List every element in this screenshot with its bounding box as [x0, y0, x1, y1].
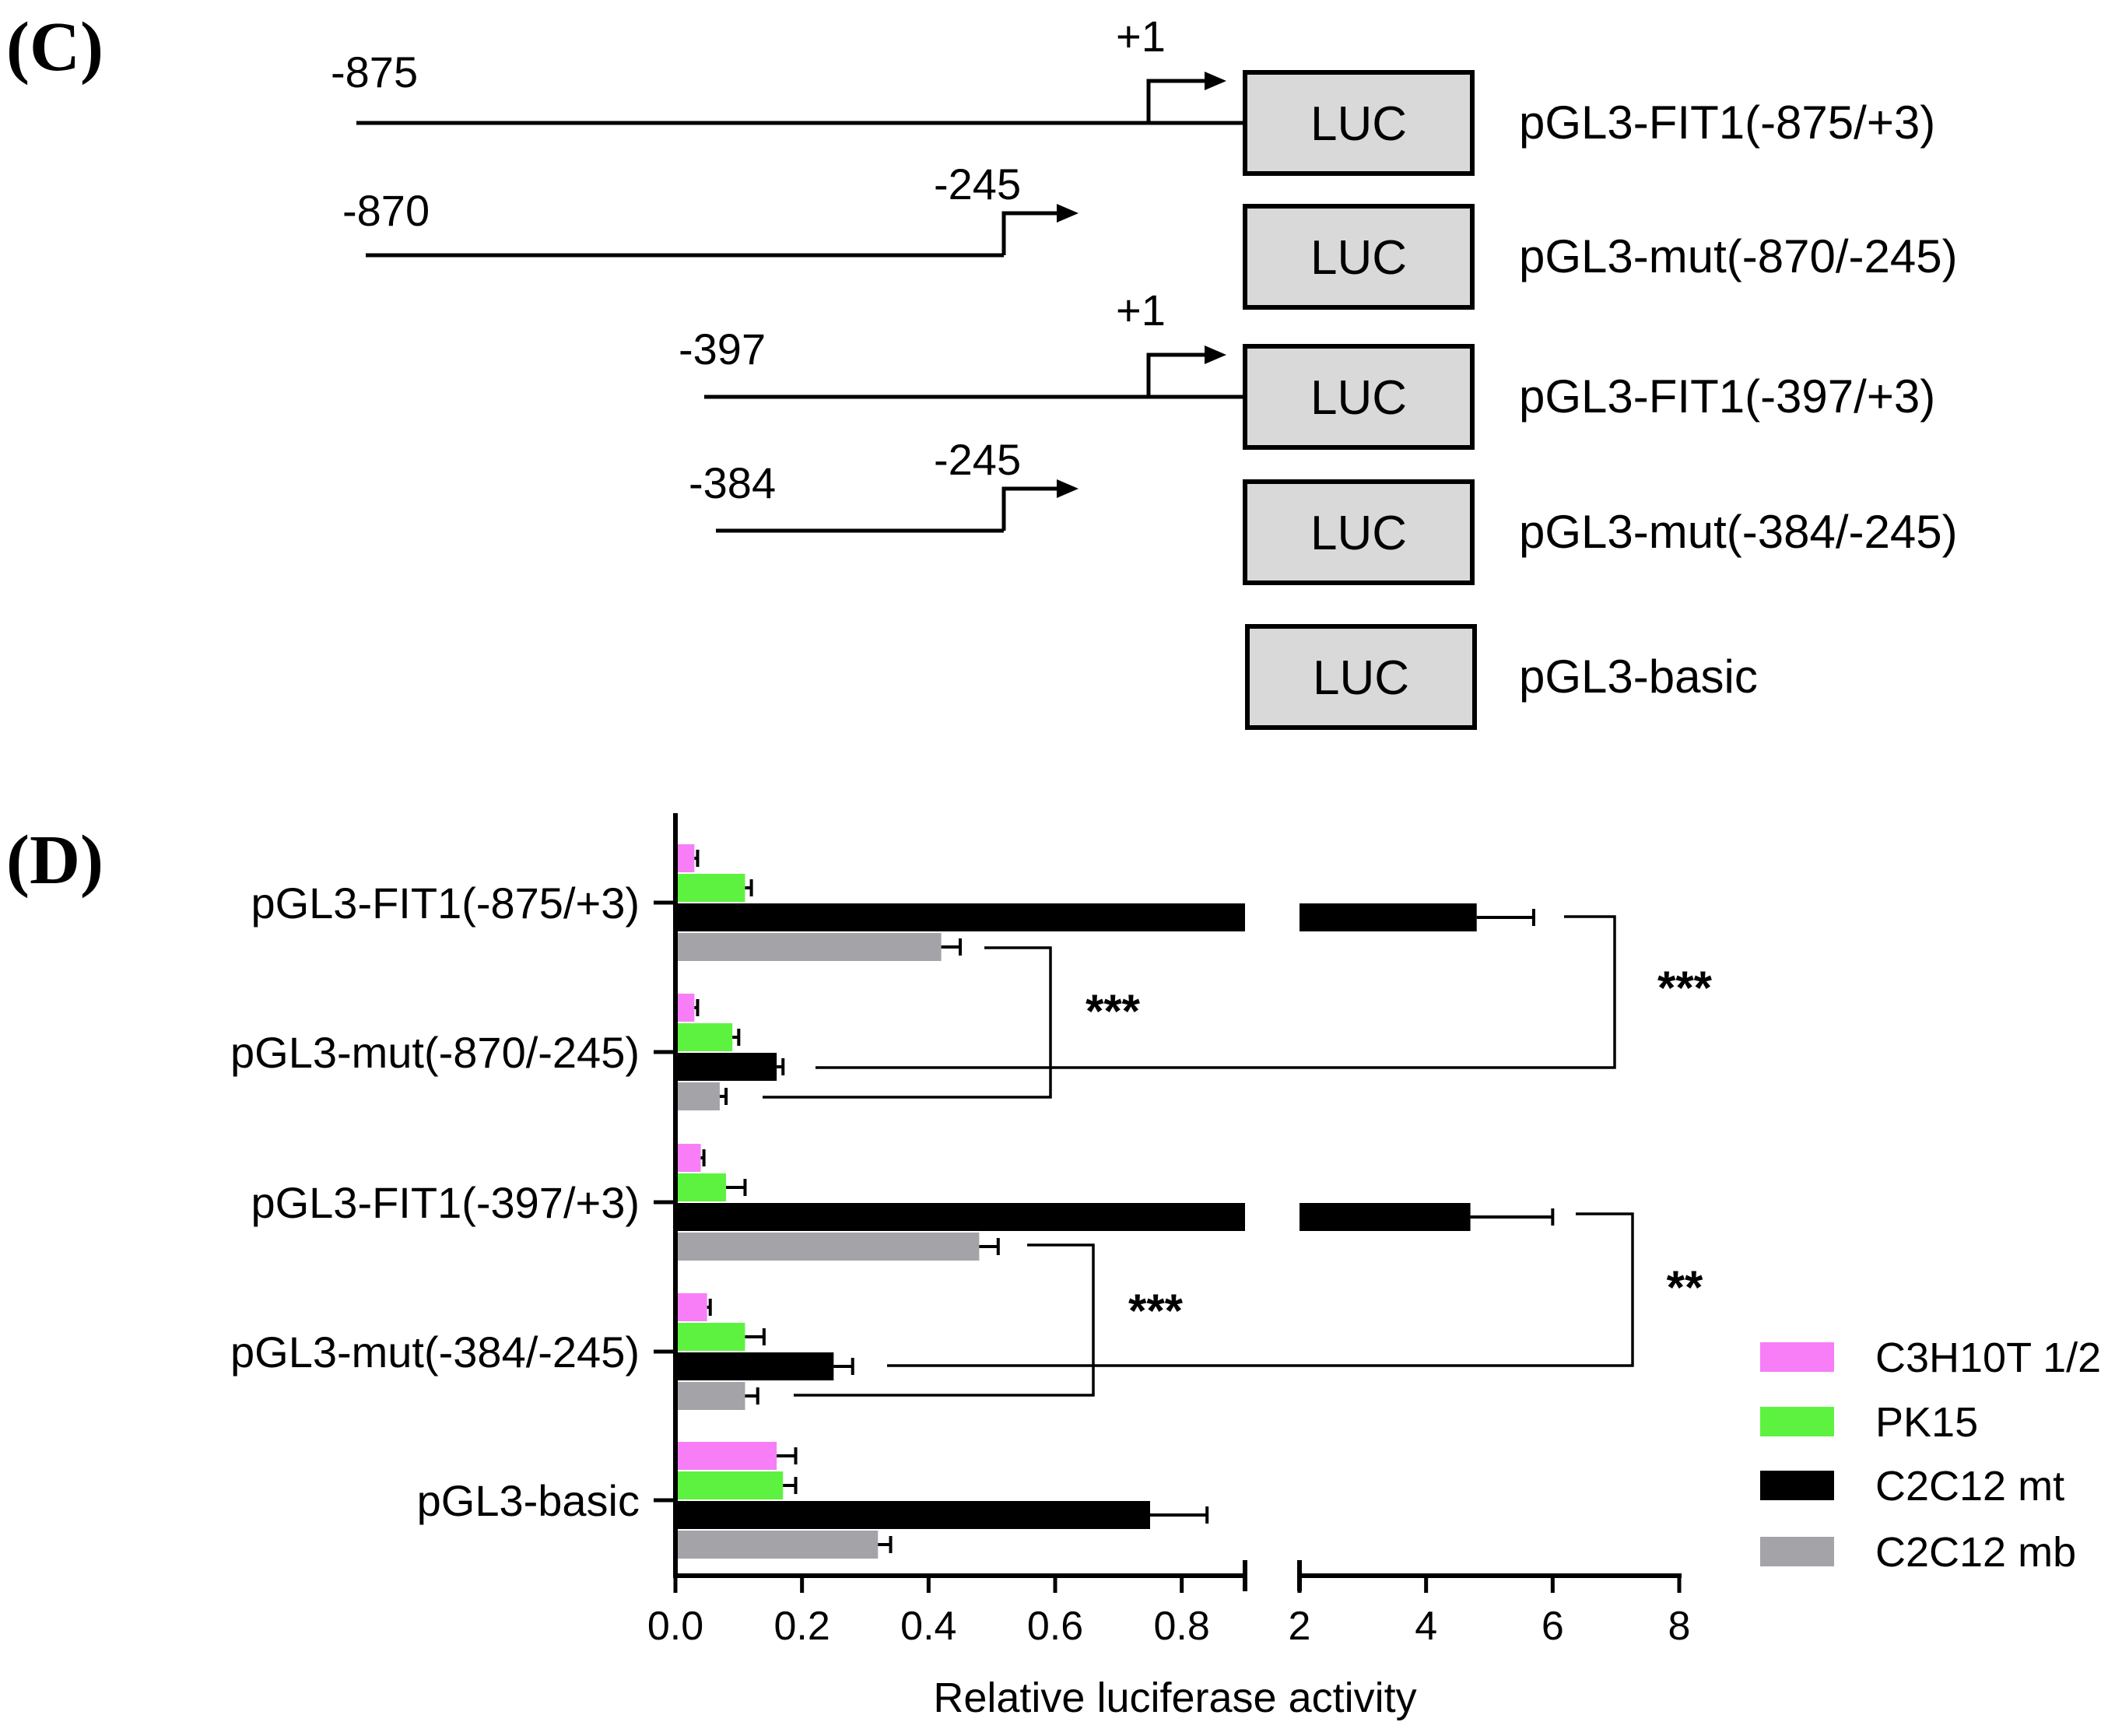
bar [675, 844, 695, 872]
significance-label: *** [1128, 1285, 1184, 1337]
legend-label: C2C12 mb [1875, 1529, 2076, 1576]
bar [675, 1144, 701, 1172]
luc-label: LUC [1310, 371, 1407, 425]
legend-swatch [1760, 1471, 1834, 1500]
construct-name: pGL3-basic [1519, 651, 1758, 703]
bar [675, 1471, 784, 1499]
tss-arrow [1146, 79, 1211, 123]
tss-arrow [1001, 486, 1062, 531]
y-tick-label: pGL3-mut(-870/-245) [230, 1028, 640, 1077]
x-tick-label: 6 [1542, 1604, 1564, 1649]
bar [1300, 903, 1477, 931]
start-position-label: -384 [689, 458, 776, 507]
start-position-label: -870 [342, 186, 430, 235]
arrow-head-icon [1057, 204, 1079, 223]
legend-swatch [1760, 1537, 1834, 1566]
bar [675, 874, 745, 902]
arrow-head-icon [1205, 72, 1226, 90]
y-tick-label: pGL3-mut(-384/-245) [230, 1327, 640, 1377]
x-tick-label: 0.4 [900, 1604, 956, 1649]
error-bar-group [694, 850, 1555, 1553]
bar [675, 1082, 720, 1110]
construct-name: pGL3-mut(-870/-245) [1519, 230, 1958, 282]
x-tick-label: 2 [1289, 1604, 1311, 1649]
tss-arrow [1001, 211, 1062, 255]
luc-label: LUC [1313, 651, 1409, 705]
construct-name: pGL3-FIT1(-397/+3) [1519, 370, 1935, 423]
bar [1300, 1203, 1471, 1231]
panel-c-label: (C) [6, 9, 103, 86]
legend-label: C2C12 mt [1875, 1463, 2064, 1510]
legend-label: C3H10T 1/2 [1875, 1334, 2101, 1381]
bar-group [675, 844, 1477, 1559]
bar [675, 1352, 834, 1380]
bar [675, 994, 695, 1022]
panel-d-label: (D) [6, 822, 103, 899]
bar [675, 1531, 879, 1559]
bar [675, 1233, 980, 1261]
luc-box [1243, 344, 1475, 450]
legend-swatch [1760, 1342, 1834, 1372]
panel-d-bar-chart: (D) pGL3-FIT1(-875/+3) pGL3-mut(-870/-245… [6, 813, 2101, 1721]
significance-bracket [763, 946, 1052, 1099]
tss-label: -245 [934, 160, 1021, 209]
significance-bracket [794, 1243, 1095, 1397]
construct-name: pGL3-mut(-384/-245) [1519, 506, 1958, 558]
luc-label: LUC [1310, 97, 1407, 151]
legend-swatch [1760, 1407, 1834, 1436]
luc-box [1243, 204, 1475, 310]
x-tick-label: 8 [1668, 1604, 1691, 1649]
tss-label: -245 [934, 435, 1021, 484]
bar [675, 903, 1245, 931]
bar [675, 1501, 1150, 1529]
bar [675, 1053, 777, 1081]
significance-bracket [887, 1212, 1634, 1367]
luc-box [1243, 479, 1475, 585]
bar [675, 933, 942, 961]
start-position-label: -397 [679, 324, 766, 374]
y-tick-label: pGL3-FIT1(-397/+3) [251, 1178, 640, 1227]
significance-bracket [815, 915, 1616, 1069]
construct-name: pGL3-FIT1(-875/+3) [1519, 96, 1935, 149]
y-tick-label: pGL3-FIT1(-875/+3) [251, 879, 640, 928]
bar [675, 1023, 733, 1051]
bar [675, 1173, 727, 1201]
start-position-label: -875 [331, 47, 418, 96]
luc-label: LUC [1310, 507, 1407, 560]
arrow-head-icon [1205, 345, 1226, 364]
x-tick-label: 0.8 [1154, 1604, 1210, 1649]
significance-brackets: *********** [763, 915, 1713, 1397]
y-tick-label: pGL3-basic [417, 1476, 640, 1525]
x-tick-label: 0.0 [647, 1604, 703, 1649]
significance-label: *** [1086, 985, 1141, 1037]
tss-label: +1 [1116, 12, 1166, 61]
bar [675, 1203, 1245, 1231]
tss-label: +1 [1116, 286, 1166, 335]
x-tick-label: 0.2 [774, 1604, 830, 1649]
significance-label: ** [1667, 1261, 1703, 1313]
arrow-head-icon [1057, 479, 1079, 498]
construct-row: LUC pGL3-basic [1245, 624, 1758, 730]
x-tick-label: 4 [1415, 1604, 1437, 1649]
x-axis-title: Relative luciferase activity [933, 1675, 1416, 1721]
axes-group: pGL3-FIT1(-875/+3) pGL3-mut(-870/-245) pGL… [230, 813, 1690, 1721]
tss-arrow [1146, 352, 1211, 397]
luc-label: LUC [1310, 231, 1407, 285]
significance-label: *** [1657, 962, 1713, 1014]
luc-box [1243, 70, 1475, 176]
x-tick-label: 0.6 [1027, 1604, 1083, 1649]
bar [675, 1442, 777, 1470]
bar [675, 1382, 745, 1410]
luc-box [1245, 624, 1477, 730]
legend-label: PK15 [1875, 1399, 1978, 1446]
bar [675, 1323, 745, 1351]
bar [675, 1293, 707, 1321]
